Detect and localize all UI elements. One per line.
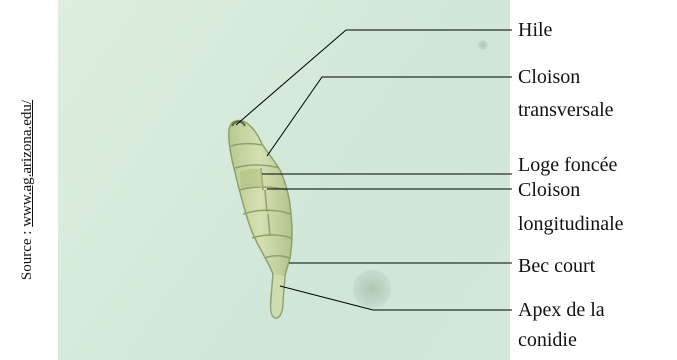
leader-line-cloison-transversale	[267, 77, 512, 156]
label-cloison-longitudinale-line2: longitudinale	[518, 212, 624, 236]
short-beak	[271, 274, 285, 318]
label-cloison-transversale-line2: transversale	[518, 98, 614, 122]
label-apex-line1: Apex de la	[518, 298, 605, 322]
leader-line-apex	[280, 286, 512, 310]
label-cloison-transversale-line1: Cloison	[518, 65, 580, 89]
dark-cell	[240, 169, 263, 188]
label-cloison-longitudinale-line1: Cloison	[518, 178, 580, 202]
label-bec-court: Bec court	[518, 254, 595, 278]
conidium	[229, 121, 292, 318]
label-apex-line2: conidie	[518, 328, 577, 352]
label-loge-foncee: Loge foncée	[518, 153, 617, 177]
label-hile: Hile	[518, 18, 552, 42]
